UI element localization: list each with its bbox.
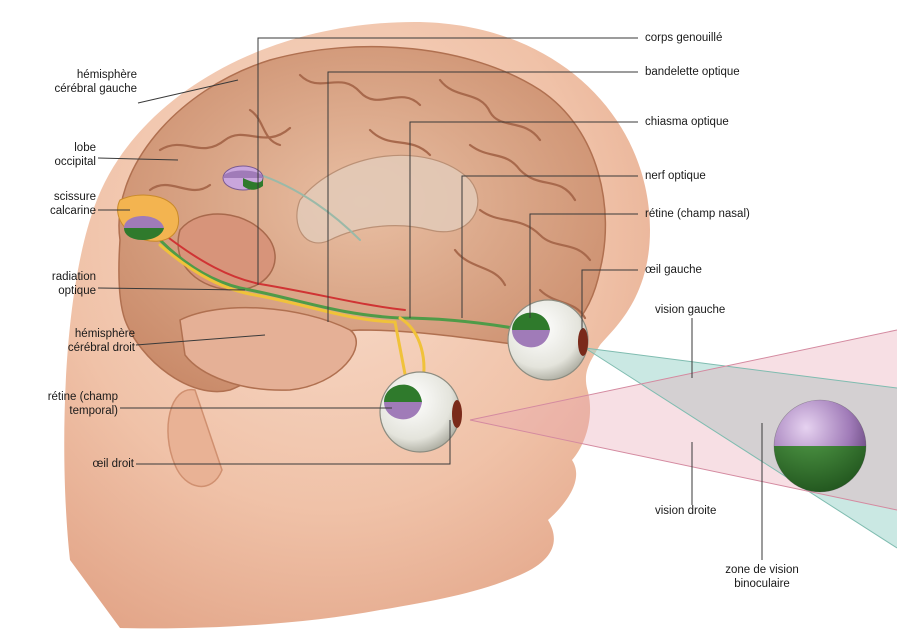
label-hemisphere-gauche-line2: cérébral gauche xyxy=(22,82,137,96)
label-radiation-optique-line1: radiation xyxy=(30,270,96,284)
label-retine-champ-nasal: rétine (champ nasal) xyxy=(645,207,750,221)
label-nerf-optique: nerf optique xyxy=(645,169,706,183)
label-hemisphere-gauche-line1: hémisphère xyxy=(22,68,137,82)
label-chiasma-optique: chiasma optique xyxy=(645,115,729,129)
label-corps-genouille: corps genouillé xyxy=(645,31,722,45)
label-retine-champ-temporal-line1: rétine (champ xyxy=(10,390,118,404)
label-lobe-occipital-line2: occipital xyxy=(30,155,96,169)
label-radiation-optique-line2: optique xyxy=(30,284,96,298)
geniculate-marker xyxy=(223,166,263,190)
label-oeil-droit: œil droit xyxy=(40,457,134,471)
label-zone-vision-binoculaire: zone de vision binoculaire xyxy=(702,563,822,591)
label-retine-champ-temporal: rétine (champ temporal) xyxy=(10,390,118,418)
label-retine-champ-temporal-line2: temporal) xyxy=(10,404,118,418)
label-radiation-optique: radiation optique xyxy=(30,270,96,298)
label-scissure-calcarine-line2: calcarine xyxy=(30,204,96,218)
label-lobe-occipital-line1: lobe xyxy=(30,141,96,155)
label-scissure-calcarine: scissure calcarine xyxy=(30,190,96,218)
label-hemisphere-droit-line1: hémisphère xyxy=(20,327,135,341)
label-vision-droite: vision droite xyxy=(655,504,716,518)
label-zone-vision-binoculaire-line2: binoculaire xyxy=(702,577,822,591)
label-scissure-calcarine-line1: scissure xyxy=(30,190,96,204)
label-vision-gauche: vision gauche xyxy=(655,303,725,317)
label-hemisphere-droit: hémisphère cérébral droit xyxy=(20,327,135,355)
label-zone-vision-binoculaire-line1: zone de vision xyxy=(702,563,822,577)
label-hemisphere-gauche: hémisphère cérébral gauche xyxy=(22,68,137,96)
label-oeil-gauche: œil gauche xyxy=(645,263,702,277)
left-eye xyxy=(508,300,588,380)
label-bandelette-optique: bandelette optique xyxy=(645,65,740,79)
label-hemisphere-droit-line2: cérébral droit xyxy=(20,341,135,355)
calcarine-marker xyxy=(118,195,179,241)
label-lobe-occipital: lobe occipital xyxy=(30,141,96,169)
binocular-sphere xyxy=(774,400,866,492)
